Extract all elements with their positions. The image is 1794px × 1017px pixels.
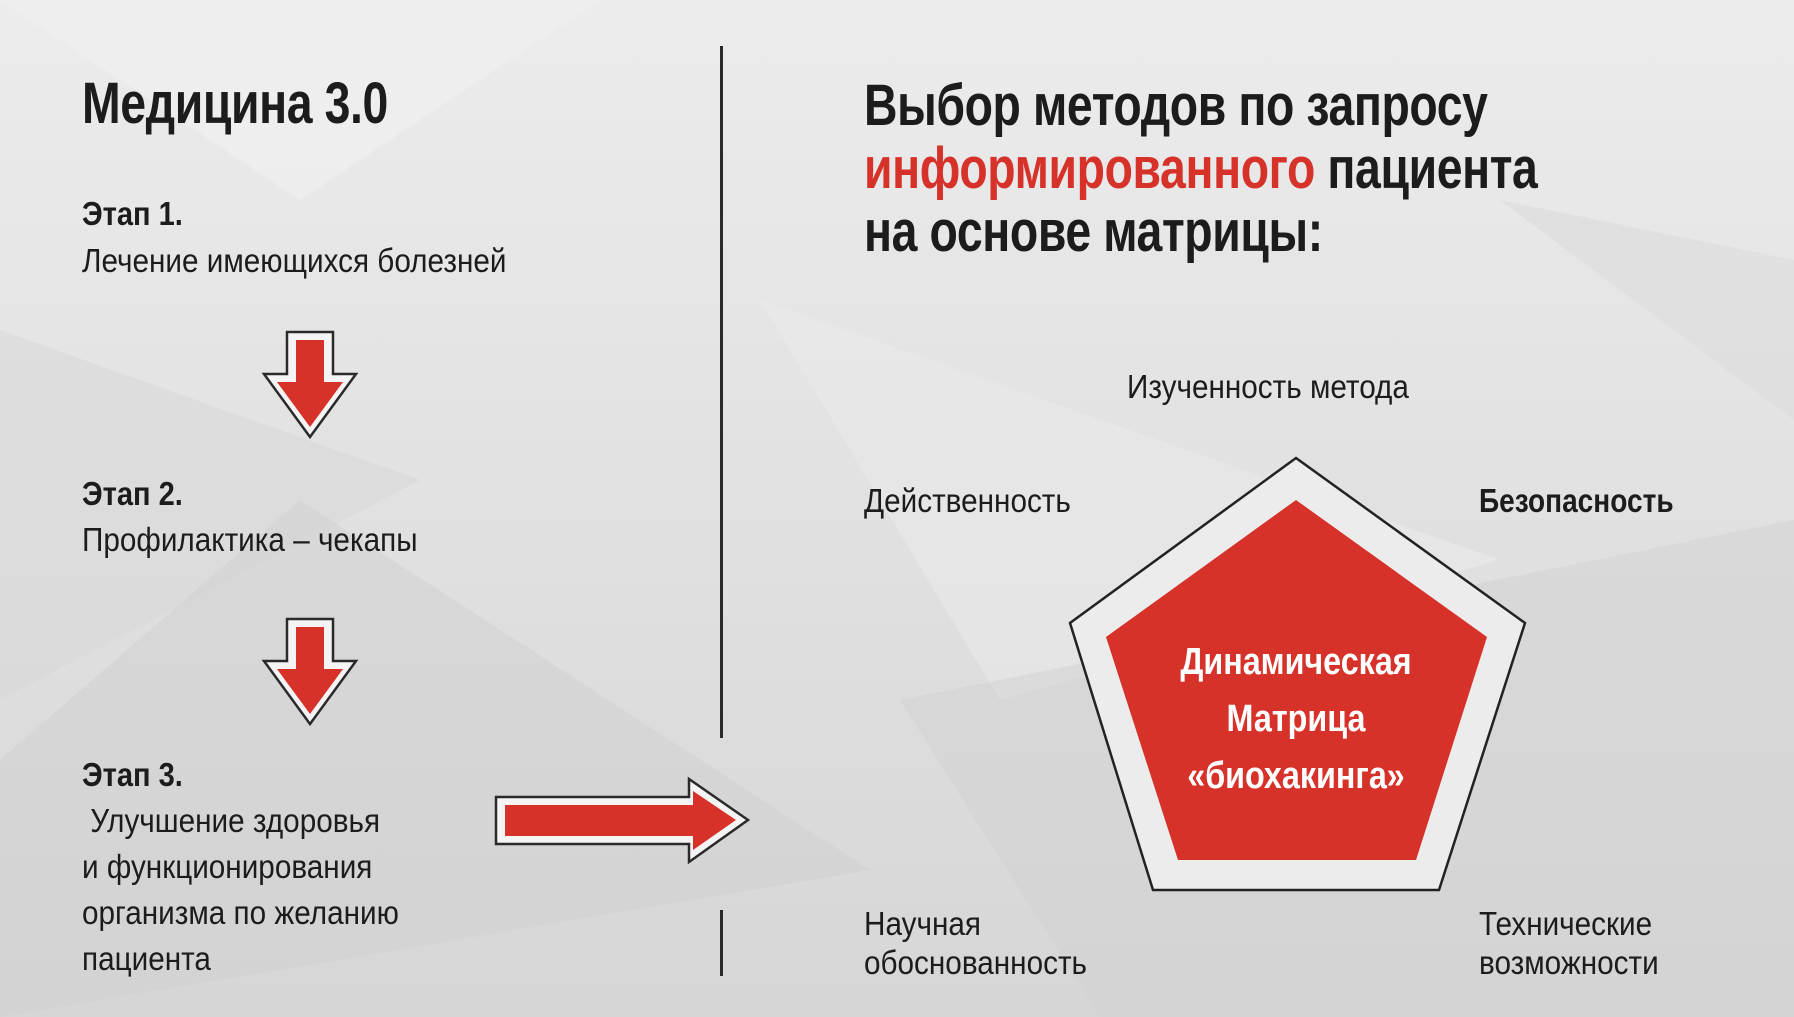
stage-1-label: Этап 1. xyxy=(82,195,183,232)
highlight-word: информированного xyxy=(864,136,1315,201)
stage-3-line: Улучшение здоровья xyxy=(82,802,381,839)
right-title-line: информированного пациента xyxy=(864,136,1538,201)
label-line: Научная xyxy=(864,905,981,942)
vertical-divider-bottom xyxy=(720,910,723,976)
stage-3-line: пациента xyxy=(82,940,211,977)
right-title-line: Выбор методов по запросу xyxy=(864,73,1488,138)
stage-3-line: и функционирования xyxy=(82,848,373,885)
label-line: Технические xyxy=(1479,905,1653,942)
matrix-center-text: Динамическая Матрица «биохакинга» xyxy=(1169,634,1424,805)
right-arrow-icon xyxy=(494,776,751,865)
right-title-line: на основе матрицы: xyxy=(864,199,1323,264)
center-line: Динамическая xyxy=(1180,641,1412,683)
title-rest: пациента xyxy=(1314,136,1538,201)
label-right: Безопасность xyxy=(1479,482,1674,519)
label-bottom-right: Технические возможности xyxy=(1479,904,1659,982)
stage-1-text: Лечение имеющихся болезней xyxy=(82,242,507,279)
center-line: Матрица xyxy=(1226,698,1366,740)
left-title: Медицина 3.0 xyxy=(82,71,388,136)
label-bottom-left: Научная обоснованность xyxy=(864,904,1087,982)
label-left: Действенность xyxy=(864,482,1071,519)
down-arrow-icon xyxy=(261,330,359,440)
label-line: возможности xyxy=(1479,944,1659,981)
center-line: «биохакинга» xyxy=(1187,755,1405,797)
stage-3-line: организма по желанию xyxy=(82,894,399,931)
stage-3-label: Этап 3. xyxy=(82,756,183,793)
label-top: Изученность метода xyxy=(1127,368,1409,405)
stage-2-text: Профилактика – чекапы xyxy=(82,521,418,558)
stage-2-label: Этап 2. xyxy=(82,475,183,512)
down-arrow-icon xyxy=(261,617,359,727)
label-line: обоснованность xyxy=(864,944,1088,981)
right-title: Выбор методов по запросу информированног… xyxy=(864,73,1538,264)
inner-red-pentagon xyxy=(1106,500,1487,860)
vertical-divider xyxy=(720,46,723,738)
stage-3-text: Улучшение здоровья и функционирования ор… xyxy=(82,798,399,982)
